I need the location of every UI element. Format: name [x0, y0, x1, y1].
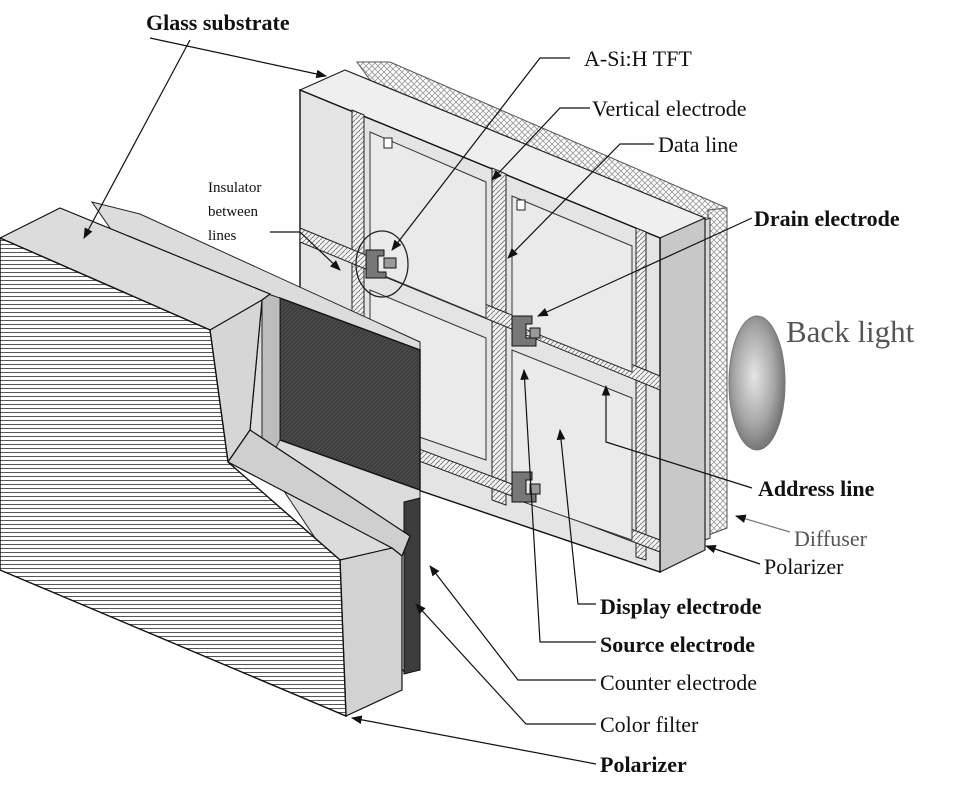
- label-insulator-2: between: [208, 204, 258, 220]
- arrow-polarizer-back: [704, 544, 761, 565]
- back-light-bulb: [728, 315, 786, 451]
- label-polarizer-front: Polarizer: [600, 752, 687, 777]
- label-display-electrode: Display electrode: [600, 594, 762, 619]
- label-source-electrode: Source electrode: [600, 632, 755, 657]
- label-diffuser: Diffuser: [794, 526, 868, 551]
- arrow-diffuser: [734, 514, 791, 533]
- arrow-a-si-tft: [391, 57, 570, 251]
- front-glass-substrate: [0, 207, 411, 718]
- label-insulator-1: Insulator: [208, 180, 261, 196]
- arrow-vertical-electrode: [491, 107, 590, 181]
- label-color-filter: Color filter: [600, 712, 699, 737]
- label-address-line: Address line: [758, 476, 875, 501]
- counter-electrode-layer: [261, 291, 281, 459]
- arrow-address-line: [601, 384, 753, 489]
- label-polarizer-back: Polarizer: [764, 554, 844, 579]
- arrow-data-line: [507, 143, 654, 259]
- label-vertical-electrode: Vertical electrode: [592, 96, 747, 121]
- label-data-line: Data line: [658, 132, 738, 157]
- leader-arrows: [83, 37, 791, 765]
- label-insulator-3: lines: [208, 228, 236, 244]
- arrow-glass-substrate-back: [149, 37, 328, 79]
- arrow-drain-electrode: [537, 217, 753, 317]
- arrow-glass-substrate-front: [83, 39, 191, 239]
- arrow-source-electrode: [520, 368, 596, 643]
- arrow-color-filter: [415, 603, 596, 725]
- arrow-counter-electrode: [429, 565, 596, 681]
- label-drain-electrode: Drain electrode: [754, 206, 900, 231]
- label-back-light: Back light: [786, 314, 915, 349]
- arrow-polarizer-front: [350, 715, 597, 765]
- label-counter-electrode: Counter electrode: [600, 670, 757, 695]
- arrow-display-electrode: [556, 428, 596, 605]
- arrow-insulator: [270, 231, 341, 271]
- label-a-si-tft: A-Si:H TFT: [584, 46, 692, 71]
- label-glass-substrate: Glass substrate: [146, 10, 290, 35]
